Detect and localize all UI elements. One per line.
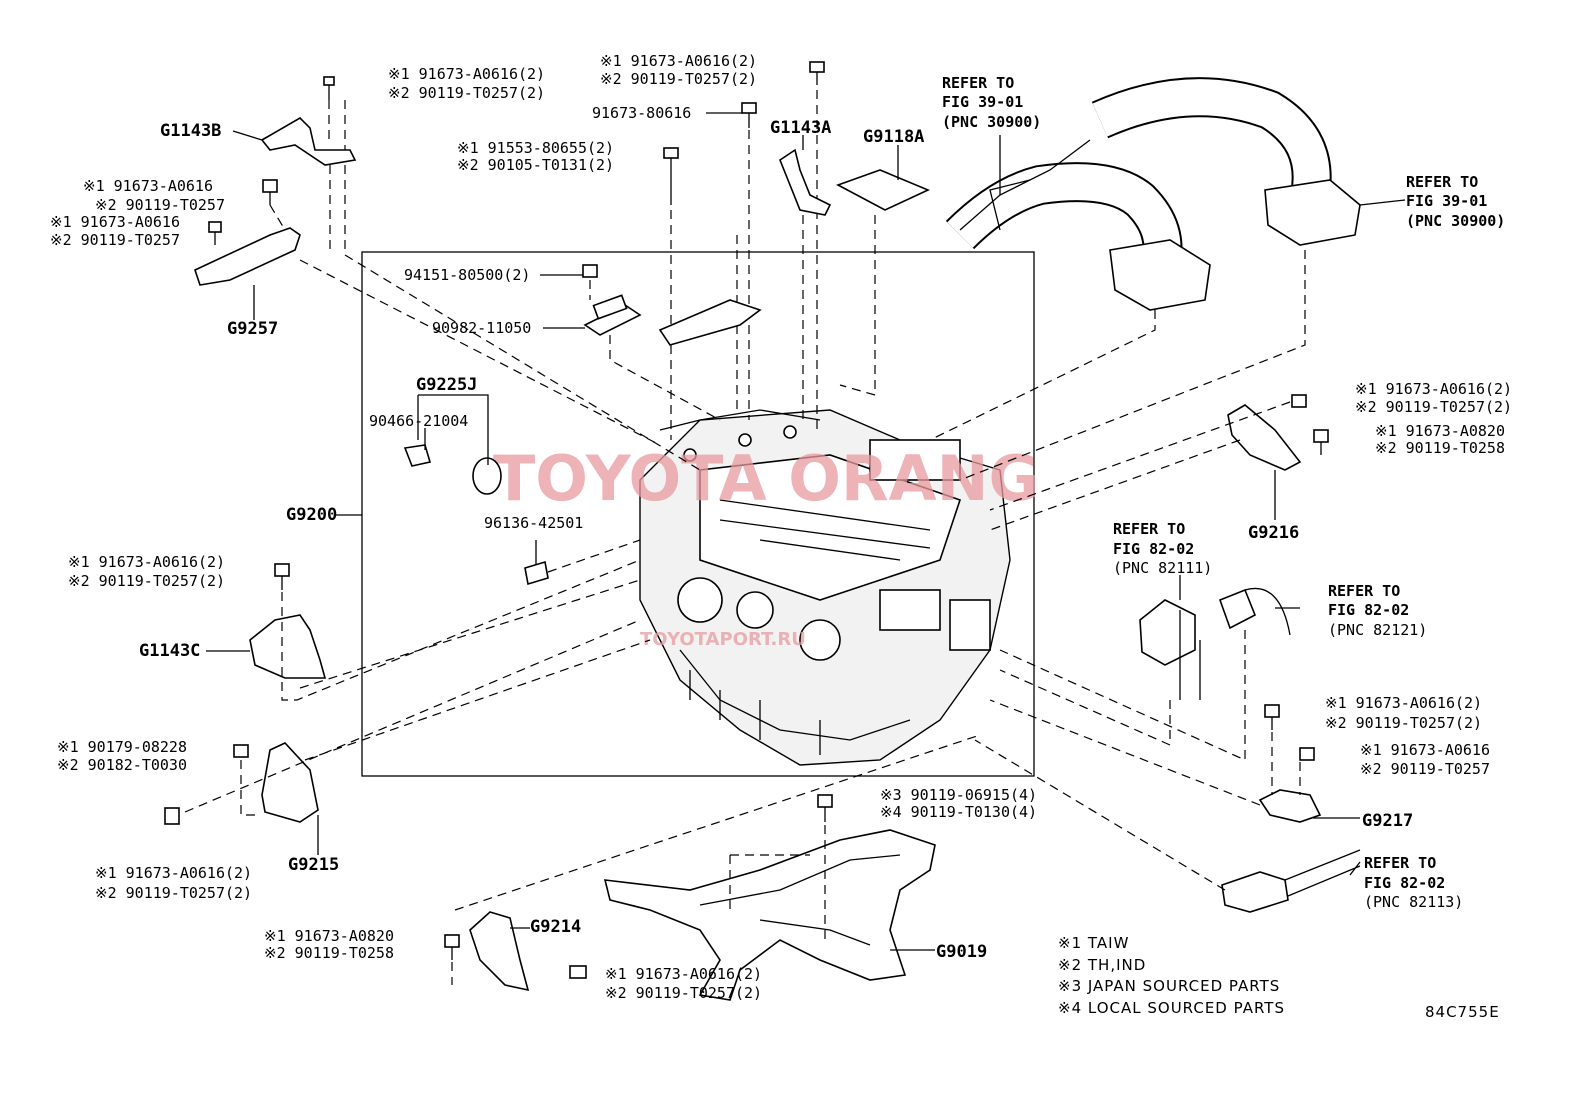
connector-82111: [1139, 599, 1201, 700]
legend-item-2: ※2 TH,IND: [1058, 956, 1146, 974]
bracket-g9214: [444, 911, 587, 992]
legend-item-3: ※3 JAPAN SOURCED PARTS: [1058, 977, 1280, 995]
callout-nut-g9215-1: ※1 90179-08228: [57, 738, 187, 756]
refer-line-1: REFER TO: [1328, 582, 1400, 600]
inverter-assembly-illustration: [639, 409, 1011, 766]
callout-bolt-g9217-2: ※2 90119-T0257(2): [1325, 714, 1482, 732]
callout-bolt-g9217b-2: ※2 90119-T0257: [1360, 760, 1490, 778]
callout-bolt-g9215-1: ※1 91673-A0616(2): [95, 864, 252, 882]
refer-line-2: FIG 39-01: [1406, 192, 1487, 210]
undercover-g9019: [603, 794, 936, 1001]
callout-nut-94151: 94151-80500(2): [404, 266, 530, 284]
part-g9019: G9019: [936, 942, 987, 962]
callout-bolt-g9019-2: ※4 90119-T0130(4): [880, 803, 1037, 821]
callout-bolt-g9257-b2: ※2 90119-T0257: [50, 231, 180, 249]
callout-bolt-g9214-1: ※1 91673-A0820: [264, 927, 394, 945]
legend: ※1 TAIW ※2 TH,IND ※3 JAPAN SOURCED PARTS…: [1058, 934, 1285, 1017]
part-g9214: G9214: [530, 917, 581, 937]
bracket-g9215: [164, 742, 319, 825]
connector-82121: [1218, 587, 1291, 636]
refer-line-2: FIG 82-02: [1364, 874, 1445, 892]
callout-connector-90982: 90982-11050: [432, 319, 531, 337]
callout-bolt-g1143c-1: ※1 91673-A0616(2): [68, 553, 225, 571]
part-g1143c: G1143C: [139, 641, 200, 661]
callout-clip-90466: 90466-21004: [369, 412, 468, 430]
refer-line-3: (PNC 30900): [1406, 212, 1505, 230]
callout-bolt-g9216b-1: ※1 91673-A0820: [1375, 422, 1505, 440]
part-g9215: G9215: [288, 855, 339, 875]
part-g1143a: G1143A: [770, 118, 831, 138]
callout-bolt-g9216-2: ※2 90119-T0257(2): [1355, 398, 1512, 416]
bolts-top-center: [582, 61, 825, 278]
part-g9216: G9216: [1248, 523, 1299, 543]
bracket-g9257: [194, 179, 301, 286]
callout-bolt-91673-80616: 91673-80616: [592, 104, 691, 122]
callout-clamp-96136: 96136-42501: [484, 514, 583, 532]
refer-to-fig-39-01-b[interactable]: REFER TO FIG 39-01 (PNC 30900): [1406, 173, 1505, 230]
refer-to-fig-82-02-82111[interactable]: REFER TO FIG 82-02 (PNC 82111): [1113, 520, 1212, 577]
hose-g9225j: [403, 444, 549, 589]
cover-plate-top: [658, 299, 762, 346]
refer-line-1: REFER TO: [1406, 173, 1478, 191]
callout-bolt-g9257-a1: ※1 91673-A0616: [83, 177, 213, 195]
legend-item-1: ※1 TAIW: [1058, 934, 1129, 952]
callout-bolt-g9257-b1: ※1 91673-A0616: [50, 213, 180, 231]
refer-line-2: FIG 82-02: [1328, 601, 1409, 619]
callout-bolt-g1143b-1: ※1 91673-A0616(2): [388, 65, 545, 83]
callout-bolt-g9217b-1: ※1 91673-A0616: [1360, 741, 1490, 759]
refer-line-2: FIG 82-02: [1113, 540, 1194, 558]
callout-bolt-g9216b-2: ※2 90119-T0258: [1375, 439, 1505, 457]
callout-bolt-g9214b-1: ※1 91673-A0616(2): [605, 965, 762, 983]
refer-line-1: REFER TO: [1113, 520, 1185, 538]
part-g9257: G9257: [227, 319, 278, 339]
watermark-sub: TOYOTAPORT.RU: [640, 629, 806, 650]
watermark-main: TOYOTA ORANG: [493, 442, 1039, 515]
refer-line-3: (PNC 82121): [1328, 621, 1427, 639]
callout-bolt-g9019-1: ※3 90119-06915(4): [880, 786, 1037, 804]
sensor-82113: [1221, 849, 1361, 913]
refer-line-3: (PNC 30900): [942, 113, 1041, 131]
callout-bolt-g9216-1: ※1 91673-A0616(2): [1355, 380, 1512, 398]
callout-bolt-g9215-2: ※2 90119-T0257(2): [95, 884, 252, 902]
part-g9200: G9200: [286, 505, 337, 525]
label-plate-g9118a: [836, 169, 930, 211]
bracket-g1143b: [260, 76, 357, 166]
callout-bolt-g1143c-2: ※2 90119-T0257(2): [68, 572, 225, 590]
callout-bolt-g9214b-2: ※2 90119-T0257(2): [605, 984, 762, 1002]
callout-stud-2: ※2 90105-T0131(2): [457, 156, 614, 174]
callout-bolt-g9217-1: ※1 91673-A0616(2): [1325, 694, 1482, 712]
callout-bolt-top-2: ※2 90119-T0257(2): [600, 70, 757, 88]
bracket-g1143a: [779, 148, 832, 216]
refer-to-fig-39-01-a[interactable]: REFER TO FIG 39-01 (PNC 30900): [942, 74, 1041, 131]
part-g1143b: G1143B: [160, 121, 221, 141]
callout-bolt-g9214-2: ※2 90119-T0258: [264, 944, 394, 962]
legend-item-4: ※4 LOCAL SOURCED PARTS: [1058, 999, 1285, 1017]
callout-nut-g9215-2: ※2 90182-T0030: [57, 756, 187, 774]
refer-to-fig-82-02-82113[interactable]: REFER TO FIG 82-02 (PNC 82113): [1364, 854, 1463, 911]
refer-line-1: REFER TO: [1364, 854, 1436, 872]
refer-line-3: (PNC 82113): [1364, 893, 1463, 911]
refer-line-2: FIG 39-01: [942, 93, 1023, 111]
bracket-g1143c: [249, 563, 327, 679]
figure-code: 84C755E: [1425, 1003, 1500, 1021]
callout-bolt-g1143b-2: ※2 90119-T0257(2): [388, 84, 545, 102]
connector-90982-11050: [583, 294, 642, 336]
refer-to-fig-82-02-82121[interactable]: REFER TO FIG 82-02 (PNC 82121): [1328, 582, 1427, 639]
callout-bolt-g9257-a2: ※2 90119-T0257: [95, 196, 225, 214]
callout-bolt-top-1: ※1 91673-A0616(2): [600, 52, 757, 70]
bracket-g9217: [1258, 704, 1322, 823]
part-g9225j: G9225J: [416, 375, 477, 395]
callout-stud-1: ※1 91553-80655(2): [457, 139, 614, 157]
wire-harness-top: [945, 77, 1361, 311]
bracket-g9216: [1227, 394, 1329, 471]
refer-line-1: REFER TO: [942, 74, 1014, 92]
part-g9217: G9217: [1362, 811, 1413, 831]
refer-line-3: (PNC 82111): [1113, 559, 1212, 577]
part-g9118a: G9118A: [863, 127, 924, 147]
